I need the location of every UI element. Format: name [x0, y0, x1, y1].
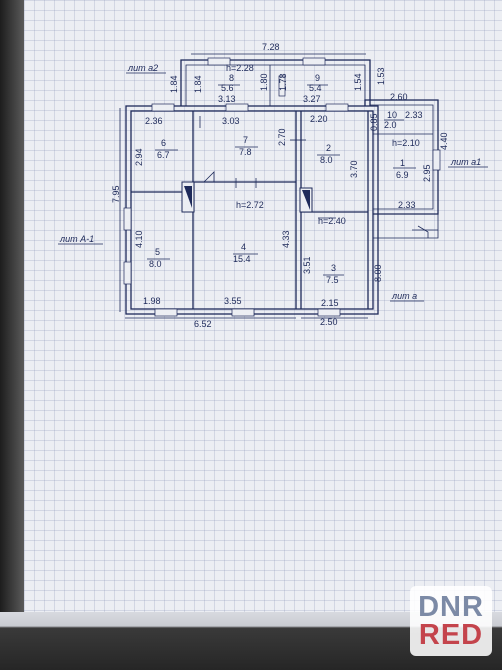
room-10-area: 2.0: [384, 120, 397, 130]
room-8-number: 8: [229, 73, 234, 83]
window: [325, 103, 349, 112]
room-3-number: 3: [331, 263, 336, 273]
porch-outline: [372, 214, 439, 239]
dim-1-78: 1.78: [278, 73, 288, 91]
dim-3-13: 3.13: [218, 94, 236, 104]
room-10-number: 10: [387, 110, 397, 120]
window: [225, 103, 249, 112]
height-2-40: h=2.40: [318, 216, 346, 226]
dim-2-36: 2.36: [145, 116, 163, 126]
window: [317, 308, 341, 317]
dim-2-70: 2.70: [277, 128, 287, 146]
dim-3-03: 3.03: [222, 116, 240, 126]
window: [154, 308, 178, 317]
watermark-top: DNR: [418, 591, 484, 623]
extension-a1-outline: [364, 99, 439, 215]
paper-edge: [0, 0, 24, 628]
dim-0-85: 0.85: [369, 113, 379, 131]
window: [302, 57, 326, 66]
dim-1-84-b: 1.84: [193, 75, 203, 93]
dim-1-80: 1.80: [259, 73, 269, 91]
dim-2-33-bottom: 2.33: [398, 200, 416, 210]
dim-2-95: 2.95: [422, 164, 432, 182]
dim-2-33-top: 2.33: [405, 110, 423, 120]
room-7-area: 7.8: [239, 147, 252, 157]
room-4-area: 15.4: [233, 254, 251, 264]
room-3-area: 7.5: [326, 275, 339, 285]
extension-a2-inner: [185, 64, 366, 106]
extension-a2-outline: [180, 59, 371, 106]
label-lit-A1: лит А-1: [59, 234, 94, 244]
window: [231, 308, 255, 317]
room-6-number: 6: [161, 138, 166, 148]
window: [432, 149, 441, 171]
dim-2-94: 2.94: [134, 148, 144, 166]
window: [207, 57, 231, 66]
dim-4-10: 4.10: [134, 230, 144, 248]
dim-3-27: 3.27: [303, 94, 321, 104]
dim-7-95: 7.95: [111, 185, 121, 203]
dim-7-28: 7.28: [262, 42, 280, 52]
dim-2-20: 2.20: [310, 114, 328, 124]
room-4-number: 4: [241, 242, 246, 252]
window: [123, 261, 132, 285]
room-5-number: 5: [155, 247, 160, 257]
label-lit-a1: лит а1: [450, 157, 481, 167]
window: [123, 207, 132, 231]
room-9-number: 9: [315, 73, 320, 83]
extension-a1-inner: [370, 104, 434, 210]
entrance-arrow: [417, 225, 429, 238]
watermark-logo: DNR RED: [410, 586, 492, 656]
dim-3-55: 3.55: [224, 296, 242, 306]
room-2-number: 2: [326, 143, 331, 153]
room-2-area: 8.0: [320, 155, 333, 165]
label-lit-a: лит а: [391, 291, 417, 301]
room-6-area: 6.7: [157, 150, 170, 160]
room-7-number: 7: [243, 135, 248, 145]
height-2-10: h=2.10: [392, 138, 420, 148]
stove-2-fill: [302, 190, 310, 210]
dim-3-51: 3.51: [302, 256, 312, 274]
dim-6-52: 6.52: [194, 319, 212, 329]
room-8-area: 5.6: [221, 83, 234, 93]
room-9-area: 5.4: [309, 83, 322, 93]
stove-hood: [203, 171, 215, 183]
height-2-28: h=2.28: [226, 63, 254, 73]
window: [278, 75, 286, 97]
dim-2-60: 2.60: [390, 92, 408, 102]
dim-3-70: 3.70: [349, 160, 359, 178]
room-1-number: 1: [400, 158, 405, 168]
label-lit-a2: лит а2: [127, 63, 158, 73]
dim-1-53: 1.53: [376, 67, 386, 85]
height-2-72: h=2.72: [236, 200, 264, 210]
dim-4-40: 4.40: [439, 132, 449, 150]
dim-1-84-a: 1.84: [169, 75, 179, 93]
window: [151, 103, 175, 112]
dim-1-98: 1.98: [143, 296, 161, 306]
room-1-area: 6.9: [396, 170, 409, 180]
dim-1-54: 1.54: [353, 73, 363, 91]
room-5-area: 8.0: [149, 259, 162, 269]
stove-fill: [184, 186, 192, 208]
dim-4-33: 4.33: [281, 230, 291, 248]
dim-2-50: 2.50: [320, 317, 338, 327]
dim-8-00: 8.00: [373, 264, 383, 282]
watermark-bottom: RED: [418, 619, 484, 651]
dim-2-15: 2.15: [321, 298, 339, 308]
